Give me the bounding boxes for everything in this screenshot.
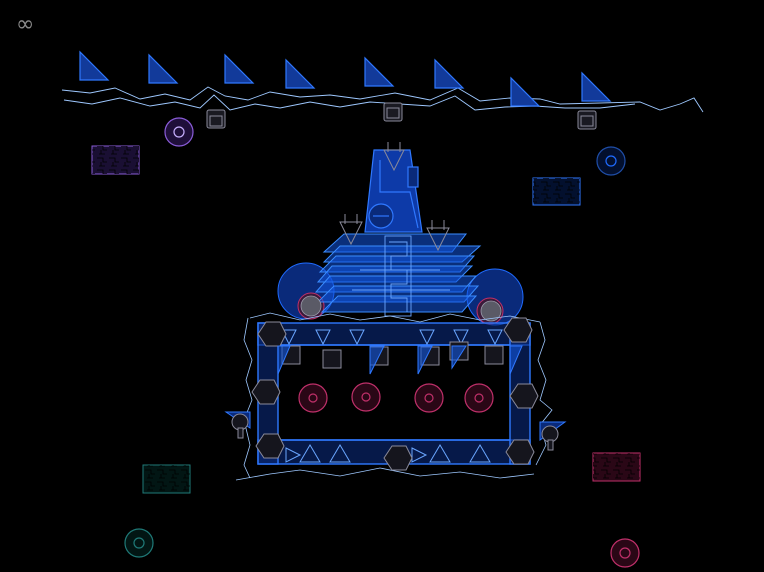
ring-icon[interactable]: [610, 538, 640, 568]
side-cannon-left: [224, 411, 251, 439]
hull-triangle-row: [281, 329, 503, 463]
crimson-core-row[interactable]: [298, 382, 494, 413]
ring-icon[interactable]: [124, 528, 154, 558]
circuit-icon[interactable]: [532, 177, 581, 206]
ring-icon[interactable]: [164, 117, 194, 147]
stacked-armor-plates: [314, 233, 482, 313]
side-cannon-right: [539, 421, 567, 451]
circuit-icon[interactable]: [592, 452, 641, 482]
triangle-flag-row: [79, 50, 612, 107]
core-circuitry: [352, 235, 450, 317]
circuit-icon[interactable]: [142, 464, 191, 494]
boss-fortress: [224, 142, 567, 481]
hull-drip-triangles: [277, 345, 523, 375]
hull-gear-turrets: [251, 317, 539, 471]
ring-icon[interactable]: [596, 146, 626, 176]
circuit-icon[interactable]: [91, 145, 140, 175]
infinity-lives-indicator: ∞: [16, 12, 35, 37]
spiked-mine-group: [300, 295, 502, 322]
central-tower: [364, 149, 423, 233]
wire-turret-group: [206, 102, 597, 130]
hull-box-turrets: [281, 341, 504, 369]
energy-field: [235, 312, 553, 481]
tower-turret-group: [339, 142, 450, 252]
